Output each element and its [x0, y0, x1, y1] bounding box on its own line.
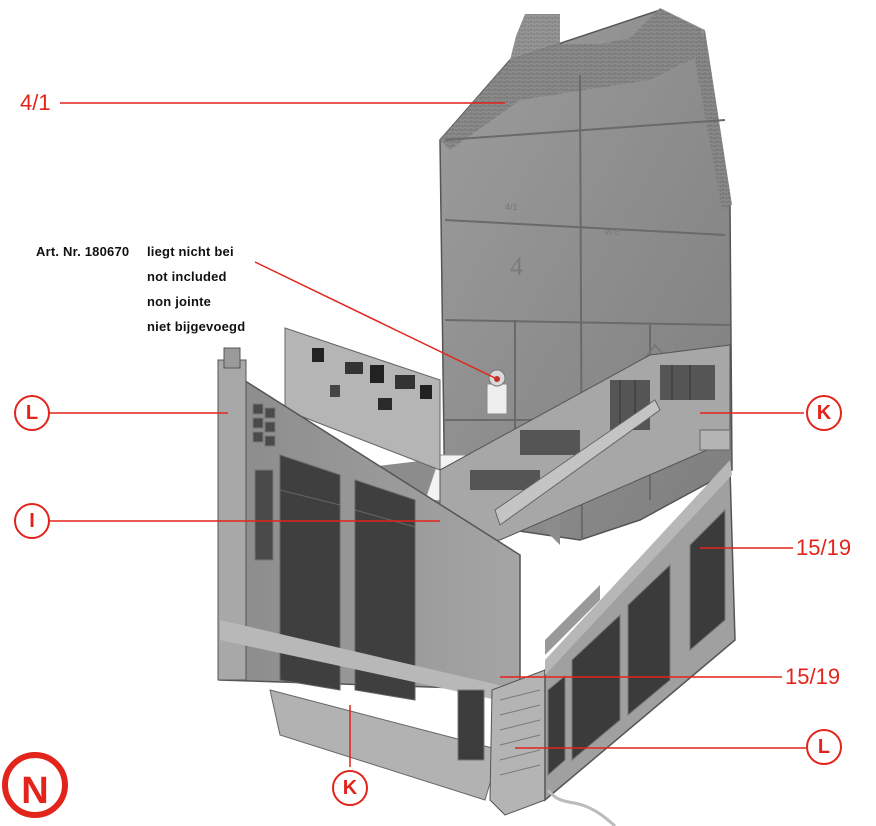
- callout-i: I: [14, 503, 50, 539]
- callout-l-left: L: [14, 395, 50, 431]
- power-cable: [546, 789, 616, 826]
- inner-poster-panel: [284, 327, 441, 471]
- inner-right-panel: [439, 344, 731, 546]
- front-left-facade: [217, 347, 521, 801]
- corner-pilaster: [489, 669, 546, 816]
- note-line-nl: niet bijgevoegd: [147, 319, 246, 334]
- note-line-de: liegt nicht bei: [147, 244, 234, 259]
- note-line-fr: non jointe: [147, 294, 212, 309]
- light-bulb-socket: [486, 369, 508, 415]
- step-marker-n: N: [2, 752, 68, 818]
- svg-text:4/1: 4/1: [505, 202, 518, 212]
- leader-lines: [46, 102, 806, 767]
- svg-text:4: 4: [510, 252, 523, 281]
- part-label-15-19-upper: 15/19: [796, 535, 852, 560]
- part-label-15-19-lower: 15/19: [785, 664, 841, 689]
- svg-text:W E: W E: [605, 228, 620, 237]
- callout-k-front: K: [332, 770, 368, 806]
- note-line-en: not included: [147, 269, 227, 284]
- article-number: Art. Nr. 180670: [36, 244, 130, 259]
- callout-k-right: K: [806, 395, 842, 431]
- part-label-4-1: 4/1: [20, 90, 51, 115]
- callout-l-right: L: [806, 729, 842, 765]
